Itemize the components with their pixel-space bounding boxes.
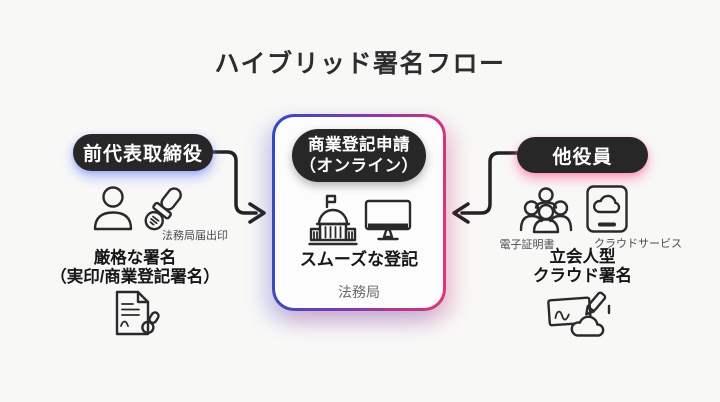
person-icon [90, 184, 136, 234]
witness-cloud-signature-heading: 立会人型 クラウド署名 [495, 248, 670, 286]
arrow-left-head [248, 202, 266, 224]
registry-seal-caption: 法務局届出印 [162, 230, 228, 242]
former-representative-label: 前代表取締役 [82, 144, 203, 165]
arrow-right-head [452, 202, 470, 224]
commercial-registration-line2: （オンライン） [299, 156, 419, 175]
monitor-icon [364, 199, 412, 243]
online-registration-card-body: 商業登記申請 （オンライン） [275, 117, 443, 308]
strict-signature-line2: （実印/商業登記署名） [50, 268, 220, 286]
page-title: ハイブリッド署名フロー [214, 50, 506, 78]
cloud-service-caption: クラウドサービス [594, 238, 682, 250]
signed-document-icon [110, 290, 162, 338]
other-officers-label: 他役員 [552, 146, 613, 168]
cloud-signature-line2: クラウド署名 [533, 267, 632, 285]
commercial-registration-pill: 商業登記申請 （オンライン） [292, 129, 426, 182]
commercial-registration-line1: 商業登記申請 [308, 135, 410, 154]
strict-signature-line1: 厳格な署名 [93, 249, 177, 267]
cloud-signature-icon [546, 290, 614, 338]
arrow-right-to-center [460, 151, 519, 215]
legal-affairs-bureau-caption: 法務局 [338, 284, 380, 300]
digital-certificate-caption: 電子証明書 [499, 239, 555, 251]
smooth-registration-heading: スムーズな登記 [299, 250, 419, 269]
online-registration-card: 商業登記申請 （オンライン） [272, 114, 446, 311]
former-representative-pill: 前代表取締役 [73, 134, 213, 171]
strict-signature-heading: 厳格な署名 （実印/商業登記署名） [25, 249, 245, 287]
witness-type-line1: 立会人型 [549, 248, 616, 266]
hanko-stamp-icon [134, 182, 190, 238]
other-officers-pill: 他役員 [517, 137, 648, 173]
government-building-icon [308, 194, 358, 250]
arrow-left-to-center [210, 150, 258, 215]
tablet-cloud-icon [585, 184, 629, 234]
people-group-icon [518, 186, 574, 236]
